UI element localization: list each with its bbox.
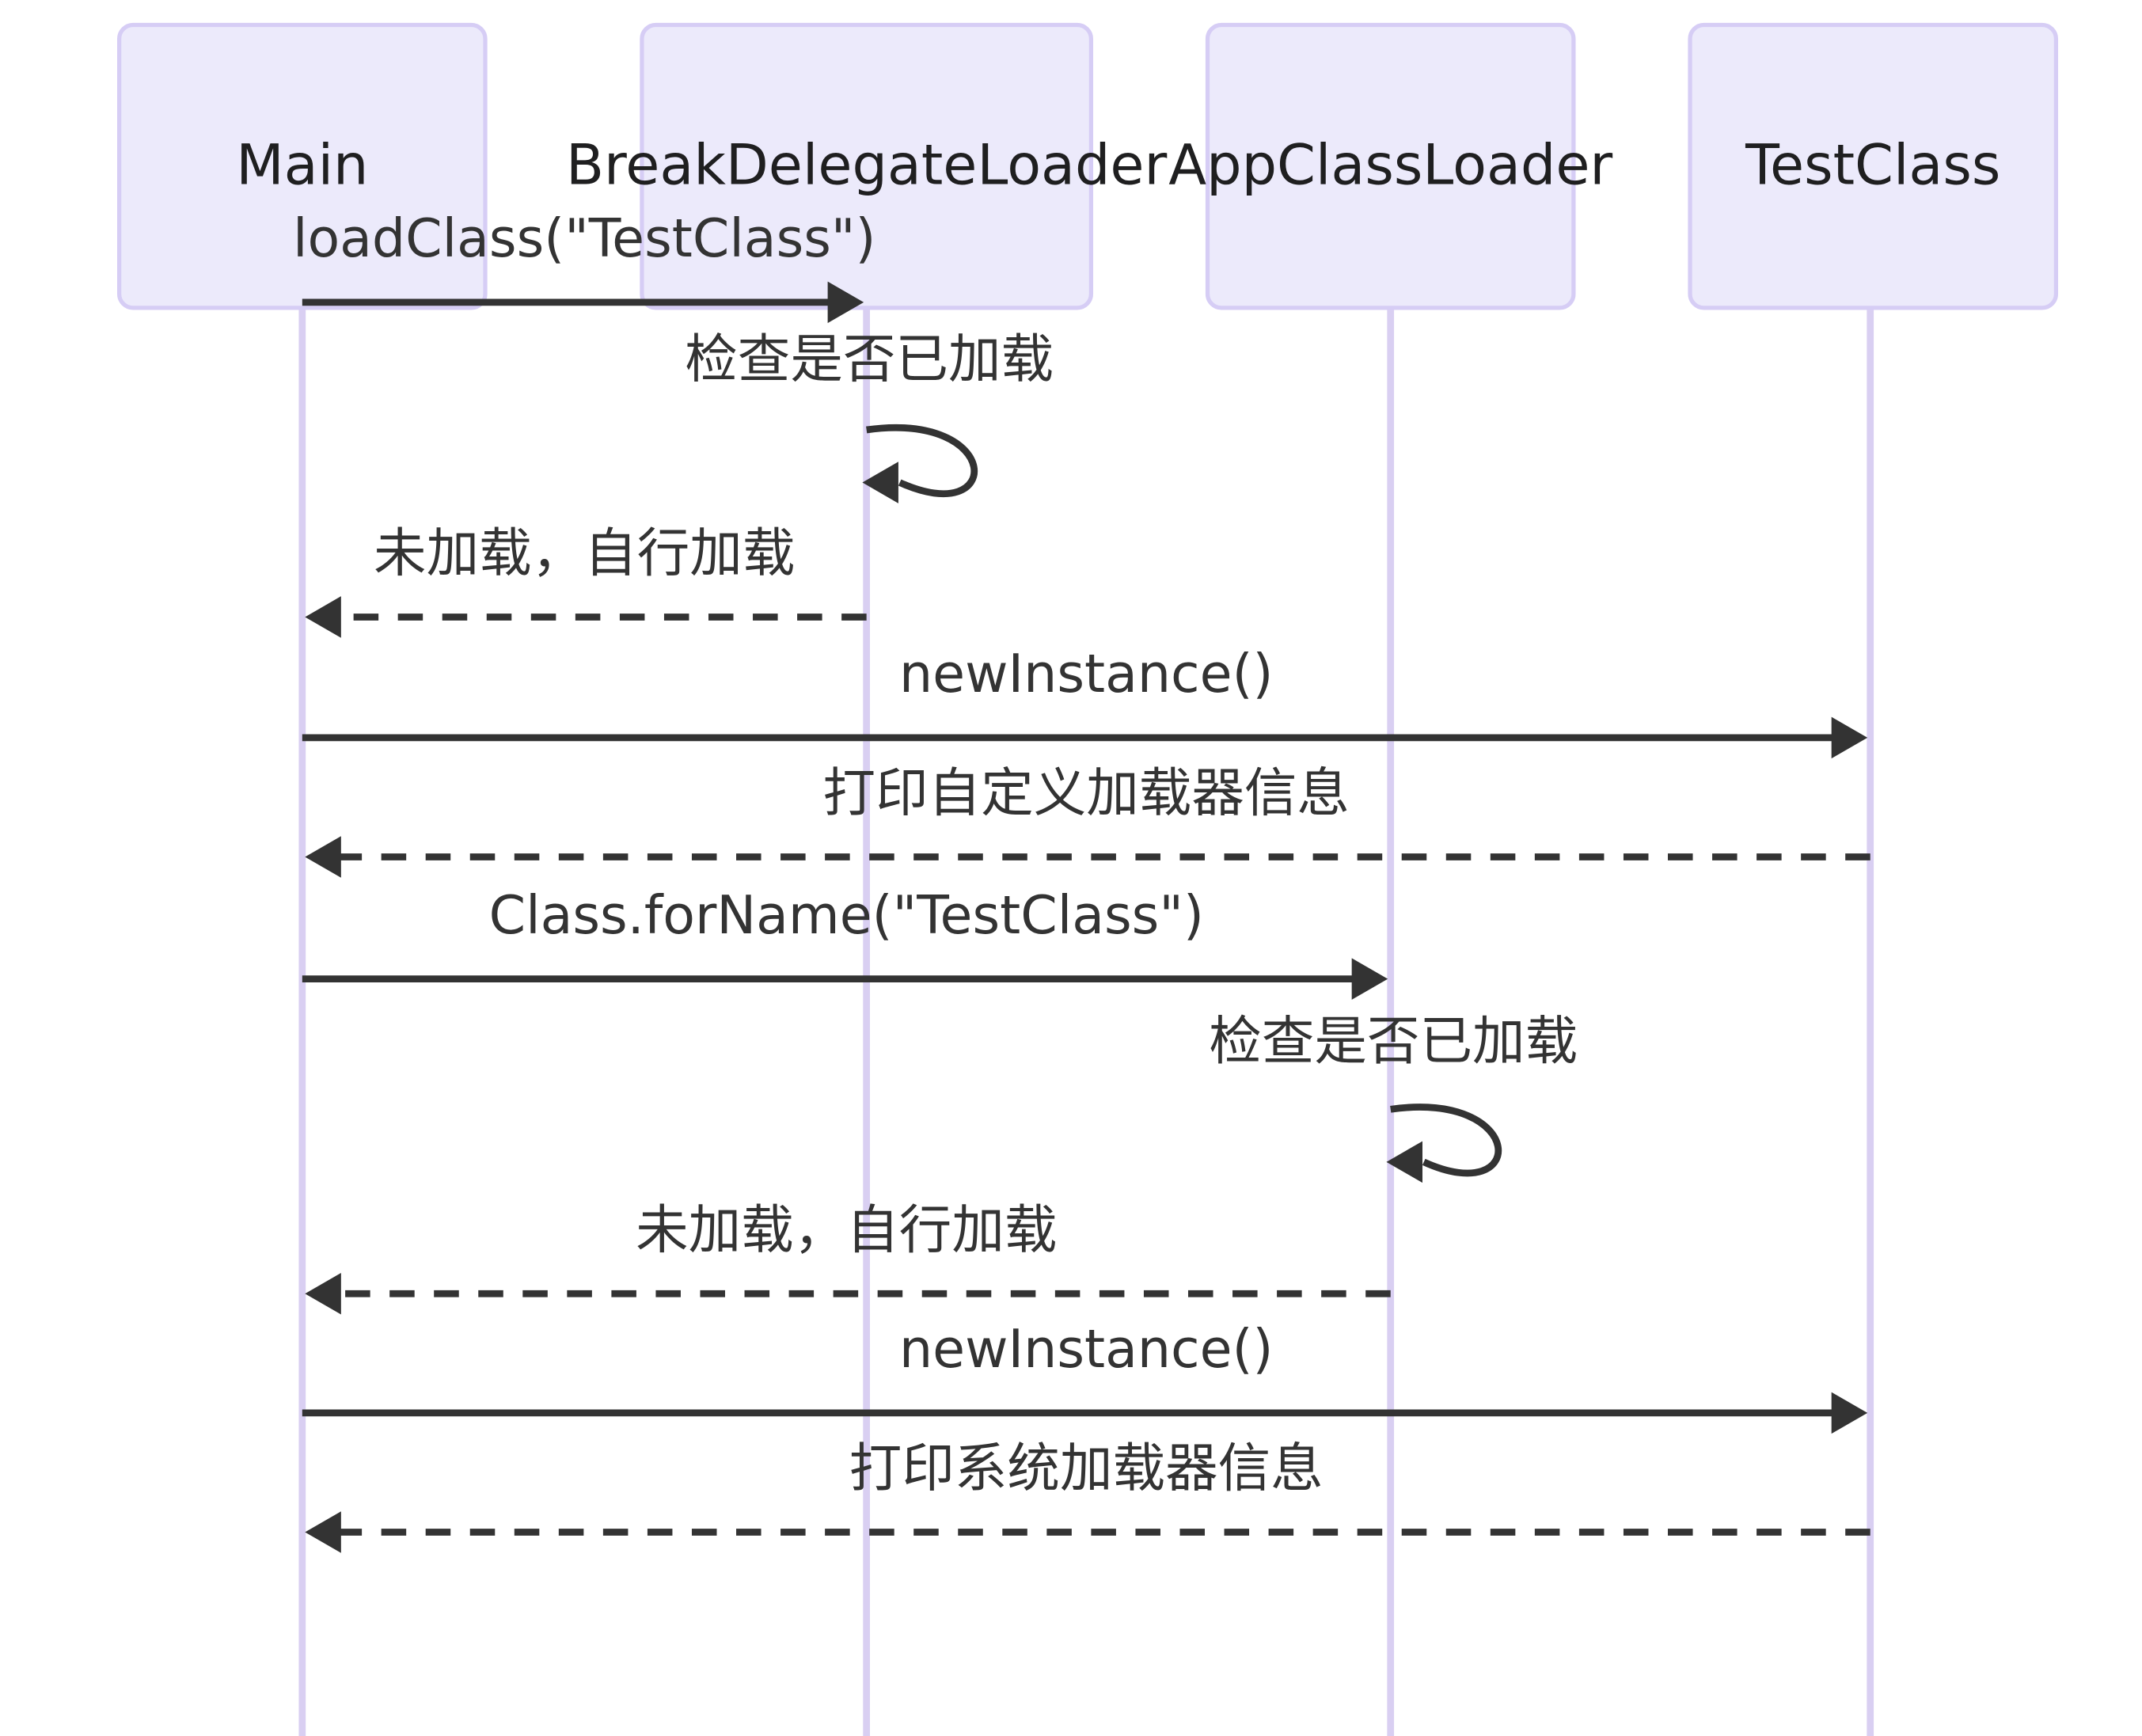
message-label-10: 打印系统加载器信息 bbox=[849, 1438, 1324, 1499]
arrowhead-7 bbox=[1386, 1141, 1422, 1183]
arrowhead-4 bbox=[1831, 716, 1868, 759]
message-2[interactable]: 检查是否已加载 bbox=[685, 328, 1054, 503]
message-8[interactable]: 未加载，自行加载 bbox=[305, 1198, 1391, 1315]
message-label-6: Class.forName("TestClass") bbox=[489, 884, 1204, 946]
self-loop-path-7 bbox=[1390, 1104, 1502, 1177]
actor-box-breakdelegateloader bbox=[640, 22, 1094, 310]
actor-label-breakdelegateloader: BreakDelegateLoader bbox=[566, 133, 1168, 198]
actor-box-main bbox=[116, 22, 488, 310]
message-3[interactable]: 未加载，自行加载 bbox=[305, 522, 867, 638]
arrowhead-2 bbox=[862, 462, 898, 503]
message-4[interactable]: newInstance() bbox=[302, 643, 1868, 759]
arrowhead-10 bbox=[305, 1511, 341, 1553]
message-10[interactable]: 打印系统加载器信息 bbox=[305, 1438, 1870, 1553]
actor-top-main[interactable]: Main bbox=[116, 22, 488, 310]
arrowhead-3 bbox=[305, 596, 341, 638]
message-label-4: newInstance() bbox=[899, 643, 1274, 705]
arrowhead-1 bbox=[827, 281, 864, 324]
message-1[interactable]: loadClass("TestClass") bbox=[293, 207, 876, 324]
arrowhead-8 bbox=[305, 1272, 341, 1315]
message-label-3: 未加载，自行加载 bbox=[374, 522, 795, 584]
arrowhead-6 bbox=[1351, 958, 1388, 1000]
actor-top-breakdelegateloader[interactable]: BreakDelegateLoader bbox=[566, 22, 1168, 310]
arrowhead-9 bbox=[1831, 1392, 1868, 1434]
message-label-5: 打印自定义加载器信息 bbox=[823, 762, 1350, 824]
message-5[interactable]: 打印自定义加载器信息 bbox=[305, 762, 1870, 878]
arrowhead-5 bbox=[305, 836, 341, 878]
message-label-7: 检查是否已加载 bbox=[1209, 1010, 1578, 1072]
message-label-9: newInstance() bbox=[899, 1318, 1274, 1380]
actor-box-testclass bbox=[1688, 22, 2059, 310]
message-label-1: loadClass("TestClass") bbox=[293, 207, 876, 269]
actor-box-appclassloader bbox=[1205, 22, 1576, 310]
message-9[interactable]: newInstance() bbox=[302, 1318, 1868, 1434]
actor-label-main: Main bbox=[236, 133, 368, 198]
actor-label-appclassloader: AppClassLoader bbox=[1168, 133, 1612, 198]
message-label-8: 未加载，自行加载 bbox=[636, 1198, 1057, 1260]
message-label-2: 检查是否已加载 bbox=[685, 328, 1054, 389]
self-loop-path-2 bbox=[866, 424, 978, 498]
actor-label-testclass: TestClass bbox=[1745, 133, 2000, 198]
message-7[interactable]: 检查是否已加载 bbox=[1209, 1010, 1578, 1183]
actor-top-testclass[interactable]: TestClass bbox=[1688, 22, 2059, 310]
message-6[interactable]: Class.forName("TestClass") bbox=[302, 884, 1388, 1000]
actor-top-appclassloader[interactable]: AppClassLoader bbox=[1168, 22, 1612, 310]
